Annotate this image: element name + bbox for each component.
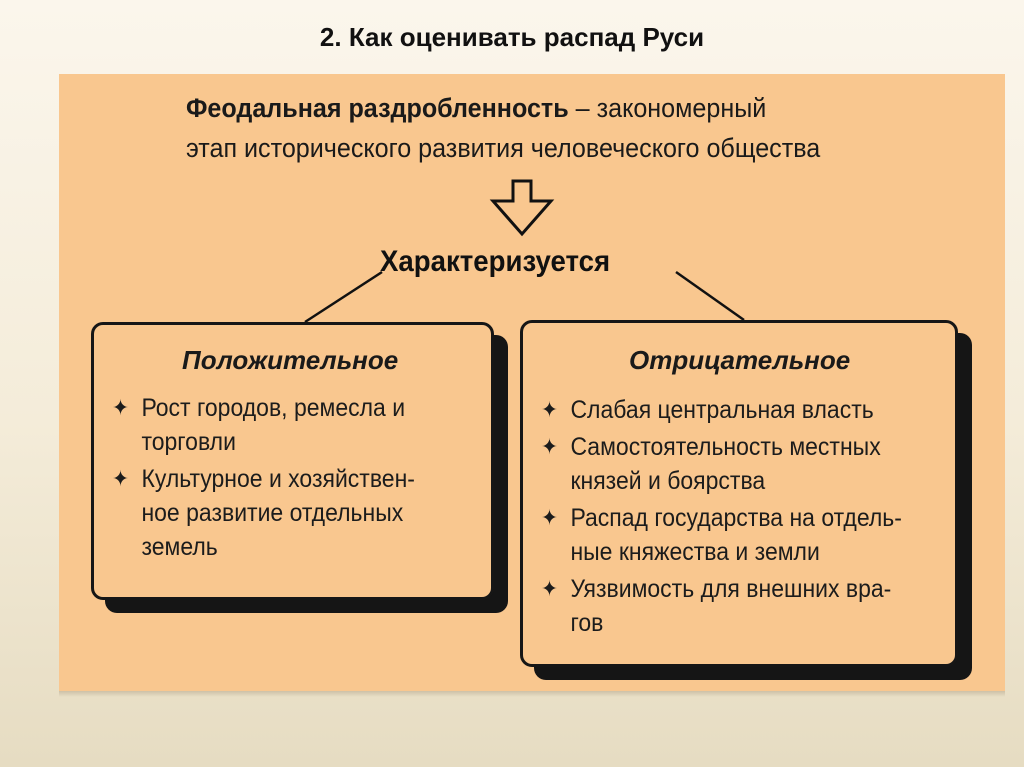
positive-title: Положительное — [182, 345, 399, 375]
bullet-star-icon: ✦ — [541, 434, 558, 459]
positive-item-text: ное развитие отдельных — [141, 499, 404, 527]
positive-item-text: земель — [141, 533, 218, 561]
negative-list: ✦ Слабая центральная власть ✦ Самостоятельн… — [541, 393, 946, 643]
definition-dash: – закономерный — [568, 93, 767, 123]
down-arrow-icon — [489, 179, 555, 237]
negative-list-item: ✦ Распад государства на отдель-ные княжес… — [541, 501, 973, 569]
negative-item-text: гов — [570, 609, 604, 637]
negative-item-text: Распад государства на отдель- — [570, 504, 902, 532]
slide-title: 2. Как оценивать распад Руси — [319, 22, 705, 52]
negative-title: Отрицательное — [629, 345, 851, 375]
negative-list-item: ✦ Самостоятельность местных князей и боярс… — [541, 430, 973, 498]
bullet-star-icon: ✦ — [541, 576, 558, 601]
negative-list-item: ✦ Уязвимость для внешних вра-гов — [541, 572, 973, 640]
negative-item-text: Слабая центральная власть — [570, 396, 874, 424]
positive-list-item: ✦ Культурное и хозяйствен-ное развитие от… — [112, 462, 509, 564]
positive-list-item: ✦ Рост городов, ремесла и торговли — [112, 391, 509, 459]
characteristic-label: Характеризуется — [380, 245, 611, 278]
negative-item-text: ные княжества и земли — [570, 538, 820, 566]
positive-item-text: Рост городов, ремесла и — [141, 394, 406, 422]
definition-text: Феодальная раздробленность – закономерны… — [186, 88, 820, 168]
panel-shadow — [59, 691, 1005, 697]
bullet-star-icon: ✦ — [541, 397, 558, 422]
negative-box: Отрицательное ✦ Слабая центральная власть… — [520, 320, 958, 667]
negative-item-text: Самостоятельность местных — [570, 433, 881, 461]
positive-item-text: Культурное и хозяйствен- — [141, 465, 415, 493]
connector-line-left — [304, 270, 383, 324]
definition-line-1: Феодальная раздробленность – закономерны… — [186, 88, 820, 128]
negative-item-text: Уязвимость для внешних вра- — [570, 575, 892, 603]
positive-list: ✦ Рост городов, ремесла и торговли ✦ Культур… — [112, 391, 482, 567]
definition-term: Феодальная раздробленность — [186, 93, 569, 123]
bullet-star-icon: ✦ — [112, 395, 129, 420]
negative-item-text: князей и боярства — [570, 467, 766, 495]
definition-line-2: этап исторического развития человеческог… — [186, 133, 821, 163]
bullet-star-icon: ✦ — [112, 466, 129, 491]
negative-list-item: ✦ Слабая центральная власть — [541, 393, 973, 427]
connector-line-right — [675, 270, 745, 322]
positive-box: Положительное ✦ Рост городов, ремесла и то… — [91, 322, 494, 600]
positive-item-text: торговли — [141, 428, 236, 456]
bullet-star-icon: ✦ — [541, 505, 558, 530]
